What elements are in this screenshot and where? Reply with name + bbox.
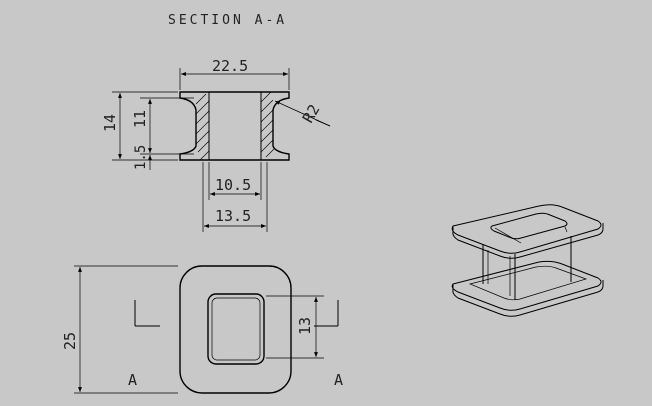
section-title: SECTION A-A <box>168 13 287 28</box>
plan-view: 25 13 A A <box>61 265 343 394</box>
dim-fillet-radius: R2 <box>299 101 324 126</box>
section-cut-marker-right <box>314 300 339 327</box>
section-cut-marker-left <box>134 300 160 327</box>
dim-outer-core-width: 13.5 <box>215 207 251 225</box>
isometric-view <box>451 204 604 317</box>
dim-window-size: 13 <box>296 317 314 335</box>
dim-flange-thickness: 1.5 <box>133 145 149 170</box>
section-view: 22.5 14 11 1.5 R2 10.5 13.5 <box>101 57 331 232</box>
dim-overall-width: 22.5 <box>212 57 248 75</box>
section-marker-left: A <box>128 371 137 389</box>
section-hatch-left <box>195 93 210 161</box>
section-marker-right: A <box>334 371 343 389</box>
dim-bore-width: 10.5 <box>215 176 251 194</box>
dim-plan-size: 25 <box>61 332 79 350</box>
section-hatch-right <box>260 91 275 158</box>
dim-overall-height: 14 <box>101 114 119 132</box>
dim-inner-height: 11 <box>131 110 149 128</box>
